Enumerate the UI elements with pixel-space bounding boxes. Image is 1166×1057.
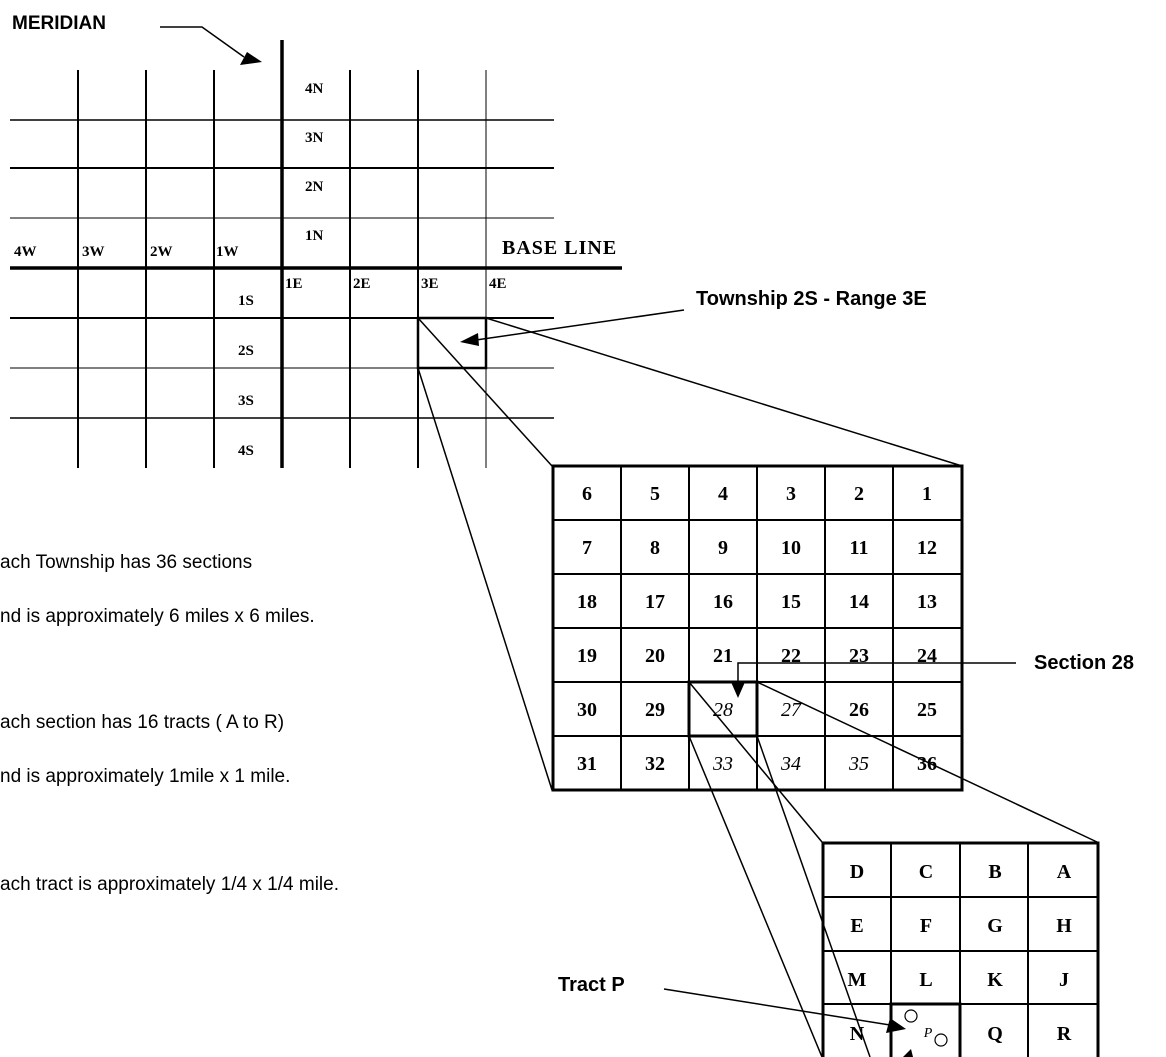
tract-letter: F <box>920 915 932 937</box>
section-number: 10 <box>781 537 801 559</box>
township-callout-arrow <box>460 309 685 346</box>
section-number: 1 <box>922 483 932 505</box>
section-number: 21 <box>713 645 733 667</box>
section-number: 30 <box>577 699 597 721</box>
tract-p-marker-tick <box>903 1049 913 1057</box>
township-label-south: 3S <box>238 393 254 409</box>
township-label-north: 4N <box>305 81 324 97</box>
section-number: 16 <box>713 591 733 613</box>
tract-letter: H <box>1056 915 1072 937</box>
section-callout-arrow <box>731 662 1016 698</box>
section-number: 15 <box>781 591 801 613</box>
range-label-east: 1E <box>285 276 303 292</box>
section-number: 13 <box>917 591 937 613</box>
range-label-west: 1W <box>216 244 239 260</box>
tract-letter: C <box>919 861 933 883</box>
township-label-south: 2S <box>238 343 254 359</box>
section-number: 12 <box>917 537 937 559</box>
range-label-west: 4W <box>14 244 37 260</box>
meridian-arrow <box>160 26 262 65</box>
township-label-north: 3N <box>305 130 324 146</box>
township-label-south: 1S <box>238 293 254 309</box>
tract-callout-arrow <box>663 988 906 1033</box>
section-number: 33 <box>712 753 733 775</box>
section-number: 31 <box>577 753 597 775</box>
township-label-south: 4S <box>238 443 254 459</box>
township-label-north: 1N <box>305 228 324 244</box>
section-number: 22 <box>781 645 801 667</box>
section-number: 36 <box>917 753 937 775</box>
tract-letter: B <box>988 861 1001 883</box>
section-number: 29 <box>645 699 665 721</box>
section-number: 28 <box>713 699 733 721</box>
tract-letter: J <box>1059 969 1069 991</box>
range-label-west: 2W <box>150 244 173 260</box>
tract-callout-label: Tract P <box>558 974 625 996</box>
note-township-sections: ach Township has 36 sections <box>0 552 252 573</box>
township-zoom-lines <box>417 317 963 791</box>
section-28-highlight <box>687 680 759 738</box>
section-number: 4 <box>718 483 728 505</box>
section-number: 14 <box>849 591 869 613</box>
notes: ach Township has 36 sections nd is appro… <box>0 552 339 895</box>
section-number: 35 <box>848 753 869 775</box>
tract-letter: R <box>1057 1023 1072 1045</box>
tract-letter: A <box>1057 861 1072 883</box>
section-number: 27 <box>781 699 802 721</box>
section-callout-label: Section 28 <box>1034 652 1134 674</box>
section-number: 9 <box>718 537 728 559</box>
tract-letter: K <box>987 969 1003 991</box>
range-label-east: 3E <box>421 276 439 292</box>
township-callout-label: Township 2S - Range 3E <box>696 288 927 310</box>
note-section-size: nd is approximately 1mile x 1 mile. <box>0 766 290 787</box>
base-line-label: BASE LINE <box>502 237 617 259</box>
tract-grid: D C B A E F G H M L K J N P Q R <box>821 841 1100 1057</box>
township-2s-3e-highlight <box>416 316 488 370</box>
tract-letter: M <box>848 969 867 991</box>
section-number: 7 <box>582 537 592 559</box>
section-number: 11 <box>850 537 869 559</box>
section-number: 5 <box>650 483 660 505</box>
section-number: 20 <box>645 645 665 667</box>
tract-letter: G <box>987 915 1003 937</box>
section-number: 19 <box>577 645 597 667</box>
tract-p-marker-circle <box>904 1009 918 1023</box>
section-number: 2 <box>854 483 864 505</box>
note-township-size: nd is approximately 6 miles x 6 miles. <box>0 606 315 627</box>
tract-labels: D C B A E F G H M L K J N P Q R <box>848 861 1073 1045</box>
range-label-east: 2E <box>353 276 371 292</box>
section-number: 34 <box>780 753 801 775</box>
township-label-north: 2N <box>305 179 324 195</box>
tract-letter: D <box>850 861 864 883</box>
section-number: 24 <box>917 645 937 667</box>
section-number: 25 <box>917 699 937 721</box>
township-grid-labels: 4N 3N 2N 1N 1S 2S 3S 4S 4W 3W 2W 1W 1E 2E 3E 4E <box>14 81 507 459</box>
note-tract-size: ach tract is approximately 1/4 x 1/4 mil… <box>0 874 339 895</box>
section-number: 6 <box>582 483 592 505</box>
tract-p-marker-circle <box>934 1033 948 1047</box>
section-number: 17 <box>645 591 665 613</box>
range-label-west: 3W <box>82 244 105 260</box>
section-number: 26 <box>849 699 869 721</box>
note-section-tracts: ach section has 16 tracts ( A to R) <box>0 712 284 733</box>
section-number: 18 <box>577 591 597 613</box>
meridian-label: MERIDIAN <box>12 13 106 34</box>
section-number: 32 <box>645 753 665 775</box>
section-number: 23 <box>849 645 869 667</box>
tract-letter: L <box>919 969 932 991</box>
range-label-east: 4E <box>489 276 507 292</box>
tract-letter: N <box>850 1023 865 1045</box>
tract-letter: E <box>850 915 863 937</box>
tract-letter: P <box>923 1026 933 1041</box>
section-number: 3 <box>786 483 796 505</box>
tract-letter: Q <box>987 1023 1003 1045</box>
tract-p-highlight <box>889 1002 962 1057</box>
section-number: 8 <box>650 537 660 559</box>
